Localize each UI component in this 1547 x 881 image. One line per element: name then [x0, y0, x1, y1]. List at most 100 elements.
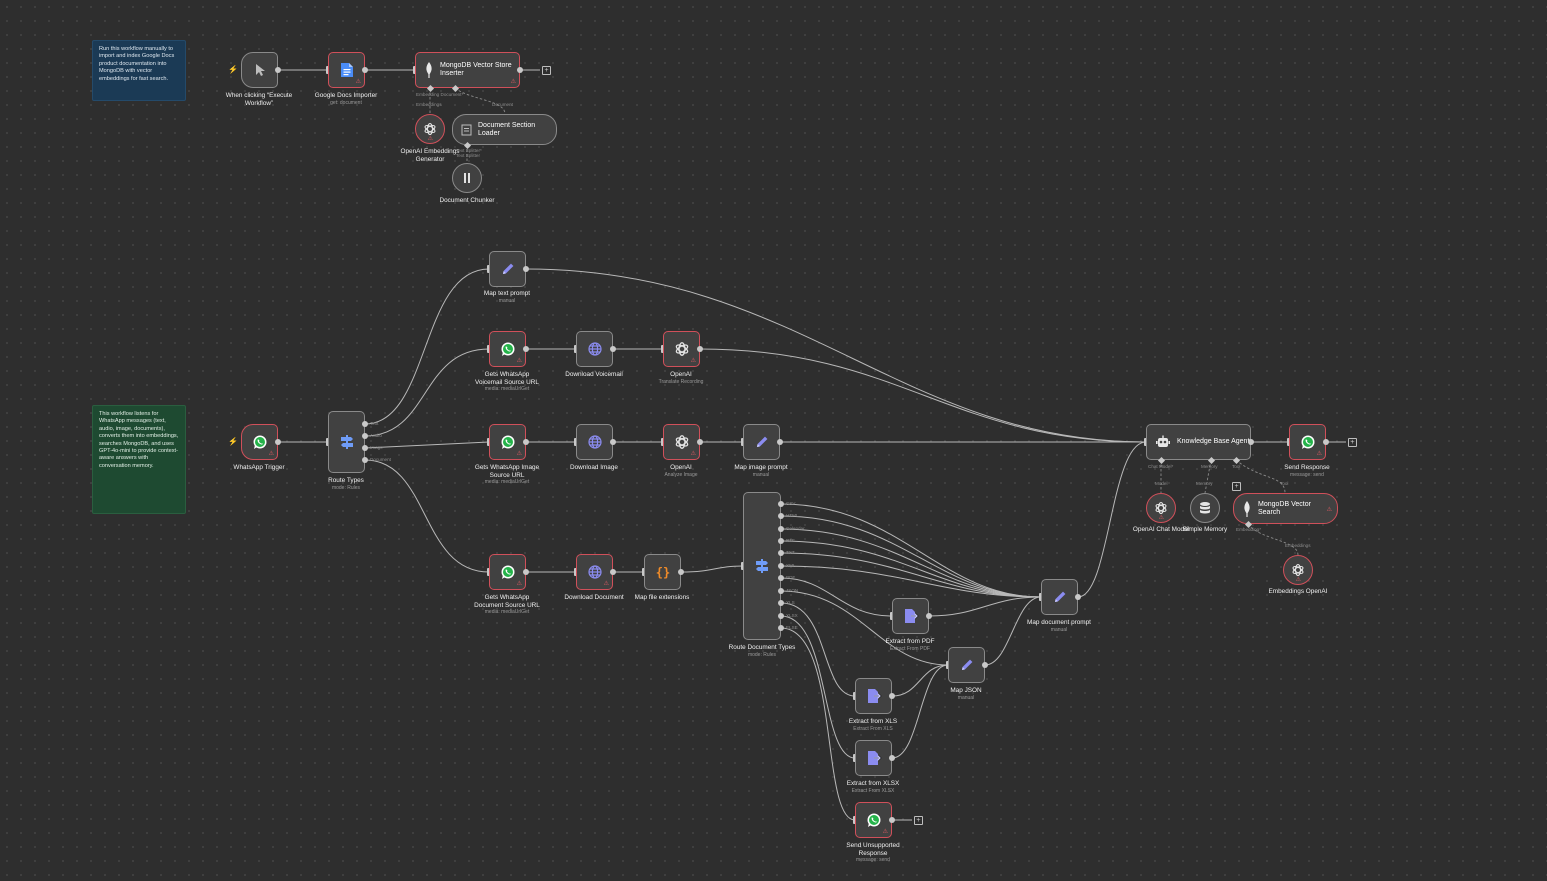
openai-chat-model-node[interactable]: ⚠	[1146, 493, 1176, 523]
map-json-node[interactable]	[948, 647, 985, 683]
send-response-node[interactable]: ⚠	[1289, 424, 1326, 460]
document-section-loader-title: Document Section Loader	[478, 121, 536, 137]
output-port[interactable]	[697, 346, 703, 352]
manual-trigger-node[interactable]	[241, 52, 278, 88]
whatsapp-icon	[867, 813, 880, 827]
route-output-port-xls[interactable]	[778, 600, 784, 606]
output-port[interactable]	[697, 439, 703, 445]
openai-analyze-node[interactable]: ⚠	[663, 424, 700, 460]
output-port[interactable]	[275, 67, 281, 73]
download-image-node[interactable]	[576, 424, 613, 460]
route-output-port-xlsx[interactable]	[778, 613, 784, 619]
gets-document-url-node[interactable]: ⚠	[489, 554, 526, 590]
map-text-prompt-node[interactable]	[489, 251, 526, 287]
output-port[interactable]	[610, 569, 616, 575]
gets-voicemail-url-node[interactable]: ⚠	[489, 331, 526, 367]
output-port[interactable]	[610, 439, 616, 445]
route-output-port-csv[interactable]	[778, 501, 784, 507]
route-output-port-pdf[interactable]	[778, 575, 784, 581]
openai-embeddings-generator-node[interactable]: ⚠	[415, 114, 445, 144]
output-port[interactable]	[777, 439, 783, 445]
extract-from-xlsx-node[interactable]	[855, 740, 892, 776]
output-port[interactable]	[1075, 594, 1081, 600]
switch-icon	[756, 559, 768, 573]
output-port[interactable]	[889, 817, 895, 823]
output-port[interactable]	[523, 346, 529, 352]
output-port[interactable]	[678, 569, 684, 575]
mongodb-vector-search-node[interactable]: MongoDB Vector Search ⚠	[1233, 493, 1338, 524]
pencil-icon	[961, 659, 972, 670]
route-output-port-json[interactable]	[778, 588, 784, 594]
whatsapp-icon	[253, 435, 266, 449]
output-port[interactable]	[517, 67, 523, 73]
download-document-node[interactable]: ⚠	[576, 554, 613, 590]
output-port[interactable]	[889, 693, 895, 699]
route-document-types-node[interactable]	[743, 492, 781, 640]
map-file-extensions-node[interactable]: {}	[644, 554, 681, 590]
connector-label: Embedding Document*	[416, 92, 464, 97]
document-chunker-node[interactable]	[452, 163, 482, 193]
output-port[interactable]	[926, 613, 932, 619]
document-section-loader-node[interactable]: Document Section Loader	[452, 114, 557, 145]
knowledge-base-agent-node[interactable]: Knowledge Base Agent	[1146, 424, 1251, 460]
map-image-prompt-node[interactable]	[743, 424, 780, 460]
connector-label: Memory	[1201, 464, 1218, 469]
output-port[interactable]	[523, 439, 529, 445]
route-output-port-rtf[interactable]	[778, 538, 784, 544]
add-node-plus-icon[interactable]: +	[1348, 438, 1357, 447]
add-node-plus-icon[interactable]: +	[542, 66, 551, 75]
embeddings-openai-node[interactable]: ⚠	[1283, 555, 1313, 585]
warning-icon: ⚠	[690, 451, 696, 457]
add-tool-plus-icon[interactable]: +	[1232, 482, 1241, 491]
output-port[interactable]	[889, 755, 895, 761]
whatsapp-trigger-node[interactable]: ⚠	[241, 424, 278, 460]
whatsapp-icon	[501, 565, 514, 579]
route-output-label: JSON	[786, 588, 799, 593]
output-port[interactable]	[610, 346, 616, 352]
output-port[interactable]	[523, 569, 529, 575]
route-output-port-calendar[interactable]	[778, 526, 784, 532]
output-port[interactable]	[1248, 439, 1254, 445]
route-output-port-else[interactable]	[778, 625, 784, 631]
switch-icon	[340, 435, 353, 449]
extract-from-pdf-node[interactable]	[892, 598, 929, 634]
output-port[interactable]	[1323, 439, 1329, 445]
route-output-port-text[interactable]	[362, 421, 368, 427]
output-port[interactable]	[362, 67, 368, 73]
sticky-note-whatsapp[interactable]: This workflow listens for WhatsApp messa…	[92, 405, 186, 514]
extract-from-xls-node[interactable]	[855, 678, 892, 714]
trigger-bolt-icon: ⚡	[228, 65, 238, 74]
route-output-port-image[interactable]	[362, 445, 368, 451]
add-node-plus-icon[interactable]: +	[914, 816, 923, 825]
warning-icon: ⚠	[1158, 515, 1164, 521]
route-output-label: XML	[786, 563, 796, 568]
download-voicemail-node[interactable]	[576, 331, 613, 367]
gets-image-url-node[interactable]: ⚠	[489, 424, 526, 460]
route-output-port-html[interactable]	[778, 513, 784, 519]
send-unsupported-response-node[interactable]: ⚠	[855, 802, 892, 838]
connector-label: Tool	[1280, 481, 1289, 486]
pencil-icon	[502, 263, 513, 274]
route-output-port-xml[interactable]	[778, 563, 784, 569]
google-docs-importer-node[interactable]: ⚠	[328, 52, 365, 88]
mongodb-vector-store-inserter-node[interactable]: MongoDB Vector Store Inserter ⚠	[415, 52, 520, 88]
map-document-prompt-node[interactable]	[1041, 579, 1078, 615]
output-port[interactable]	[275, 439, 281, 445]
output-port[interactable]	[523, 266, 529, 272]
output-port[interactable]	[982, 662, 988, 668]
route-output-port-document[interactable]	[362, 457, 368, 463]
extract-file-icon	[904, 609, 919, 623]
warning-icon: ⚠	[355, 79, 361, 85]
route-types-node[interactable]	[328, 411, 365, 473]
map-file-extensions-label: Map file extensions	[634, 594, 690, 601]
connector-label: Embeddings	[416, 102, 442, 107]
sticky-note-import[interactable]: Run this workflow manually to import and…	[92, 40, 186, 101]
openai-translate-node[interactable]: ⚠	[663, 331, 700, 367]
connector-label: Text Splitter	[456, 153, 480, 158]
pencil-icon	[756, 436, 767, 447]
simple-memory-node[interactable]	[1190, 493, 1220, 523]
route-output-port-audio[interactable]	[362, 433, 368, 439]
route-output-port-txt[interactable]	[778, 550, 784, 556]
